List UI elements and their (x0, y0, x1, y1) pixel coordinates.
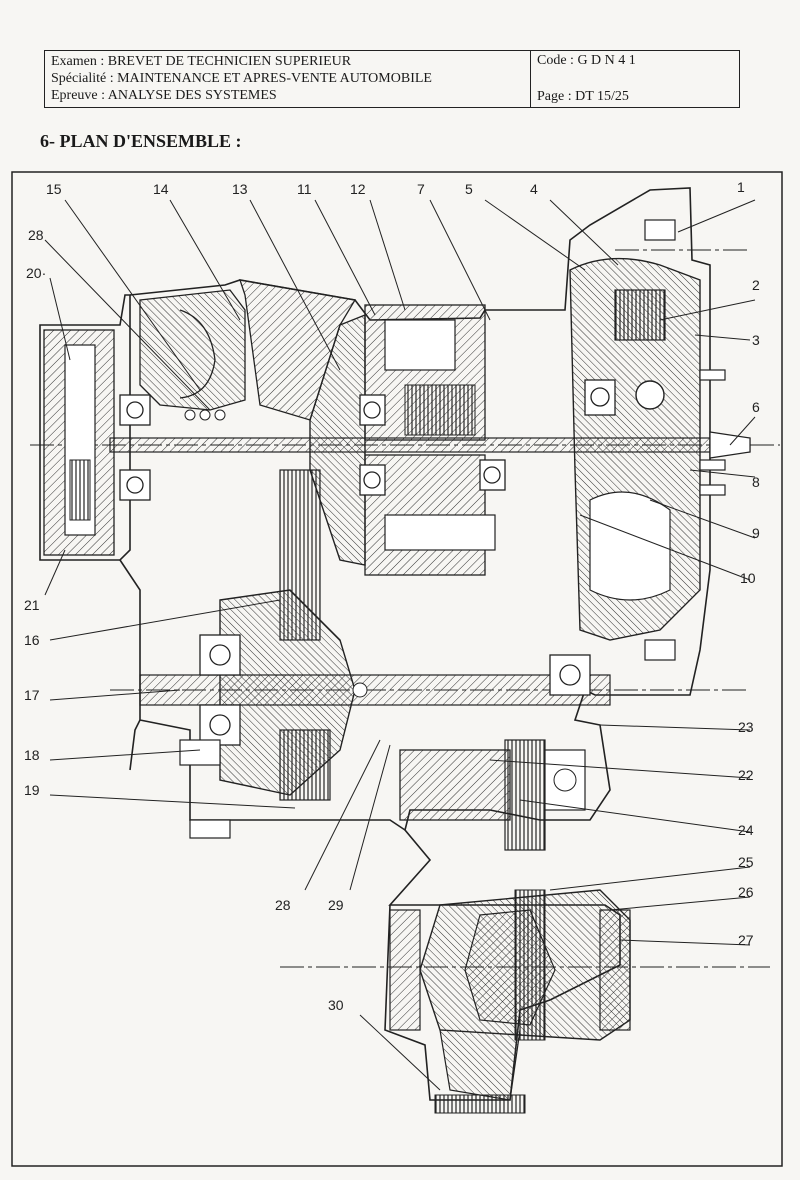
callout-11: 11 (297, 181, 312, 197)
intermediate-gears (399, 739, 586, 851)
callout-25: 25 (738, 854, 754, 870)
fasteners (179, 219, 726, 839)
callout-19: 19 (24, 782, 40, 798)
exam-info: Examen : BREVET DE TECHNICIEN SUPERIEUR … (45, 51, 531, 107)
callout-12: 12 (350, 181, 366, 197)
callout-10: 10 (740, 570, 756, 586)
callout-5: 5 (465, 181, 473, 197)
specialty-line: Spécialité : MAINTENANCE ET APRES-VENTE … (51, 71, 432, 86)
callout-6: 6 (752, 399, 760, 415)
primary-pulley (239, 279, 366, 641)
callout-21: 21 (24, 597, 40, 613)
callout-20: 20· (26, 265, 46, 281)
callout-13: 13 (232, 181, 248, 197)
drawing-border (11, 171, 783, 1167)
callout-15: 15 (46, 181, 62, 197)
callout-27: 27 (738, 932, 754, 948)
page-number: Page : DT 15/25 (537, 89, 629, 104)
callout-18: 18 (24, 747, 40, 763)
torque-converter (569, 257, 701, 641)
callout-30: 30 (328, 997, 344, 1013)
callout-numbers: 1 2 3 4 5 6 7 8 9 10 11 12 13 14 15 16 1… (24, 179, 760, 1013)
callout-1: 1 (737, 179, 745, 195)
bearings-primary (119, 379, 616, 501)
exam-reference: Code : G D N 4 1 Page : DT 15/25 (531, 51, 739, 107)
callout-29: 29 (328, 897, 344, 913)
input-clutch-pack (364, 304, 496, 576)
leader-lines (44, 199, 756, 1091)
callout-16: 16 (24, 632, 40, 648)
exam-line: Examen : BREVET DE TECHNICIEN SUPERIEUR (51, 54, 352, 69)
callout-26: 26 (738, 884, 754, 900)
callout-4: 4 (530, 181, 538, 197)
differential-assembly (389, 889, 631, 1114)
callout-28-top: 28 (28, 227, 44, 243)
technical-drawing-svg: 1 2 3 4 5 6 7 8 9 10 11 12 13 14 15 16 1… (11, 171, 783, 1167)
exam-header: Examen : BREVET DE TECHNICIEN SUPERIEUR … (44, 50, 740, 108)
exam-code: Code : G D N 4 1 (537, 53, 636, 68)
callout-28-bottom: 28 (275, 897, 291, 913)
secondary-pulley (139, 589, 611, 801)
assembly-drawing: 1 2 3 4 5 6 7 8 9 10 11 12 13 14 15 16 1… (10, 170, 786, 1170)
flywheel-damper (43, 329, 115, 556)
callout-23: 23 (738, 719, 754, 735)
hydraulic-piston (139, 289, 246, 421)
callout-3: 3 (752, 332, 760, 348)
callout-24: 24 (738, 822, 754, 838)
callout-7: 7 (417, 181, 425, 197)
callout-14: 14 (153, 181, 169, 197)
section-title: 6- PLAN D'ENSEMBLE : (40, 131, 242, 151)
test-line: Epreuve : ANALYSE DES SYSTEMES (51, 88, 277, 103)
callout-9: 9 (752, 525, 760, 541)
callout-8: 8 (752, 474, 760, 490)
callout-2: 2 (752, 277, 760, 293)
callout-22: 22 (738, 767, 754, 783)
callout-17: 17 (24, 687, 40, 703)
secondary-bearings (199, 634, 591, 746)
